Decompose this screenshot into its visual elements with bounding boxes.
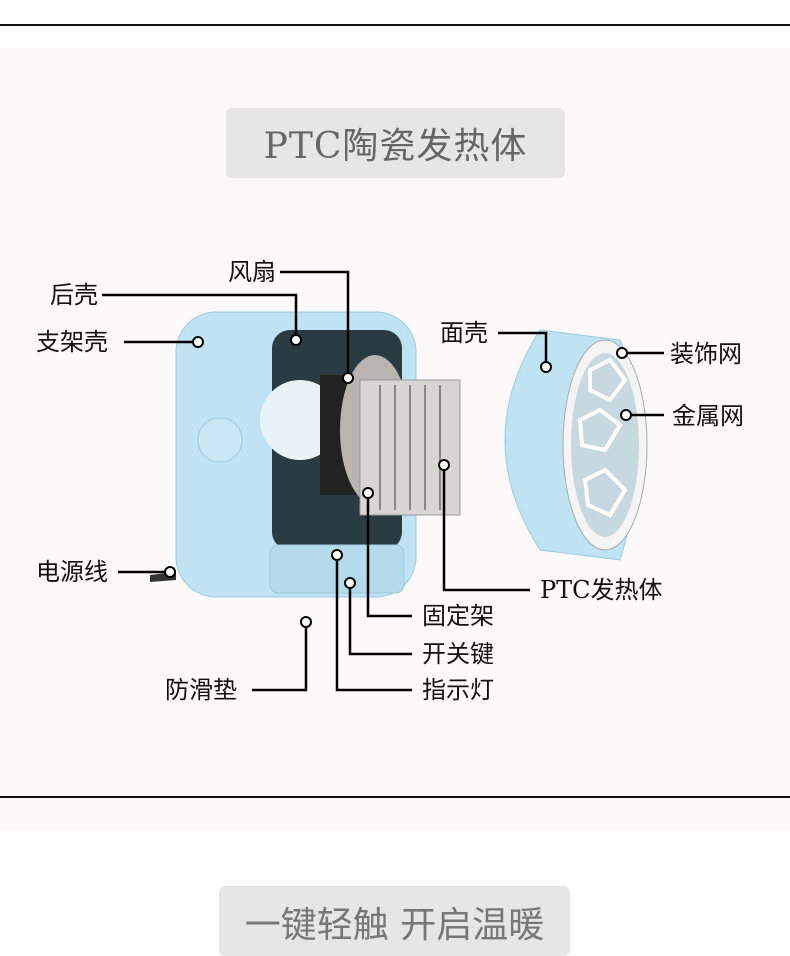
label-fan: 风扇	[228, 258, 276, 286]
label-indicator: 指示灯	[422, 676, 494, 704]
label-stand-shell: 支架壳	[36, 328, 108, 356]
heater-assembly	[320, 355, 461, 516]
leader-lines	[102, 270, 664, 692]
label-anti-slip-pad: 防滑垫	[165, 676, 237, 704]
next-section-title: 一键轻触 开启温暖	[219, 886, 570, 956]
label-switch-key: 开关键	[422, 640, 494, 668]
marker-dots	[164, 334, 632, 628]
label-decor-mesh: 装饰网	[670, 340, 742, 368]
label-back-shell: 后壳	[50, 281, 98, 309]
section-title: PTC陶瓷发热体	[226, 108, 565, 178]
label-power-cord: 电源线	[36, 558, 108, 586]
label-ptc-heater: PTC发热体	[540, 576, 663, 604]
top-divider	[0, 24, 790, 26]
front-cover	[504, 329, 648, 561]
exploded-diagram	[102, 270, 664, 692]
label-bracket: 固定架	[422, 602, 494, 630]
bottom-divider	[0, 796, 790, 798]
label-face-shell: 面壳	[440, 319, 488, 347]
label-metal-mesh: 金属网	[672, 402, 744, 430]
